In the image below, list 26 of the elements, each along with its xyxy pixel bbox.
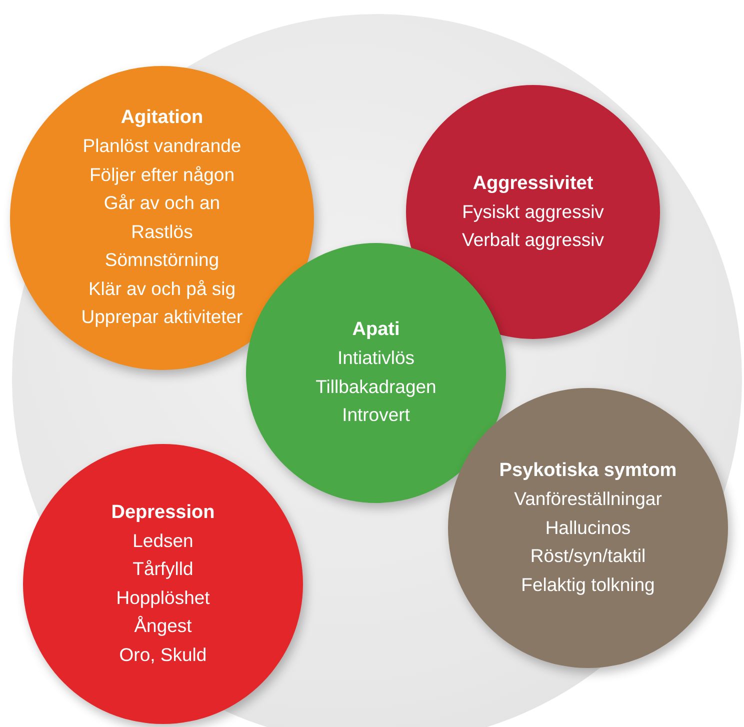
symptom-text: Följer efter någon [89,162,234,187]
symptom-text: Upprepar aktiviteter [81,305,243,330]
circle-heading: Apati [352,318,400,342]
symptom-text: Introvert [342,403,410,428]
circle-heading: Aggressivitet [472,172,594,196]
symptom-text: Tårfylld [132,557,194,582]
symptom-text: Klär av och på sig [88,276,236,301]
symptom-text: Intiativlös [337,346,415,370]
symptom-text: Tillbakadragen [316,374,436,399]
symptom-text: Fysiskt aggressiv [462,200,604,224]
symptom-text: Oro, Skuld [119,642,207,667]
symptom-text: Hallucinos [545,516,631,540]
symptom-text: Ångest [134,614,192,638]
symptom-text: Sömnstörning [104,248,220,272]
symptom-text: Röst/syn/taktil [530,544,646,568]
circle-heading: Agitation [120,106,204,130]
circle-heading: Psykotiska symtom [499,459,677,483]
symptom-text: Går av och an [104,191,220,216]
symptom-text: Planlöst vandrande [82,134,242,158]
symptom-text: Rastlös [131,220,193,244]
symptom-text: Verbalt aggressiv [462,228,604,252]
symptom-text: Hopplöshet [116,586,210,610]
circle-heading: Depression [111,500,215,525]
symptom-text: Vanföreställningar [514,487,662,511]
symptom-text: Ledsen [132,528,194,553]
symptom-text: Felaktig tolkning [521,572,655,597]
